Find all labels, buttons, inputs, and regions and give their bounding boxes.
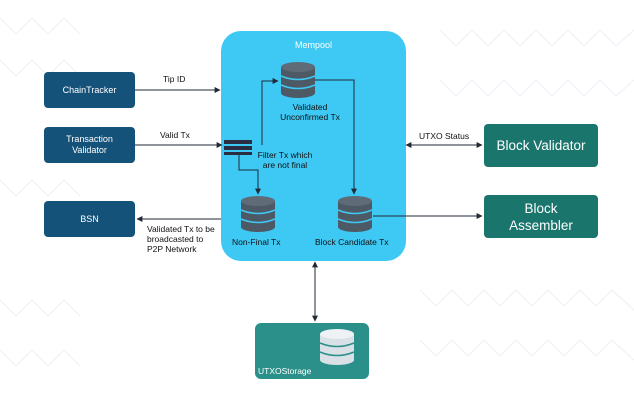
block-candidate-database-icon: [337, 195, 373, 233]
block-validator-box[interactable]: Block Validator: [484, 124, 598, 167]
validated-unconfirmed-database-icon: [280, 61, 316, 99]
filter-label: Filter Tx which are not final: [257, 150, 313, 170]
chaintracker-box[interactable]: ChainTracker: [44, 72, 135, 108]
mempool-title: Mempool: [294, 40, 332, 50]
non-final-database-icon: [240, 195, 276, 233]
valid-tx-label: Valid Tx: [160, 130, 190, 140]
filter-to-nonfinal-arrow: [238, 152, 261, 195]
utxo-status-label: UTXO Status: [419, 131, 470, 141]
block-assembler-box[interactable]: Block Assembler: [484, 195, 598, 238]
validated-unconfirmed-label: Validated Unconfirmed Tx: [280, 102, 340, 122]
unconfirmed-to-candidate-arrow: [314, 79, 357, 195]
filter-icon: [224, 140, 252, 155]
broadcast-label: Validated Tx to be broadcasted to P2P Ne…: [147, 224, 215, 254]
bsn-box[interactable]: BSN: [44, 201, 135, 237]
utxo-storage-label: UTXOStorage: [258, 366, 312, 376]
filter-to-unconfirmed-arrow: [261, 78, 279, 145]
block-candidate-label: Block Candidate Tx: [315, 237, 389, 247]
tip-id-label: Tip ID: [163, 74, 186, 84]
utxo-storage-database-icon: [319, 329, 355, 365]
transaction-validator-box[interactable]: Transaction Validator: [44, 127, 135, 163]
non-final-label: Non-Final Tx: [232, 237, 281, 247]
